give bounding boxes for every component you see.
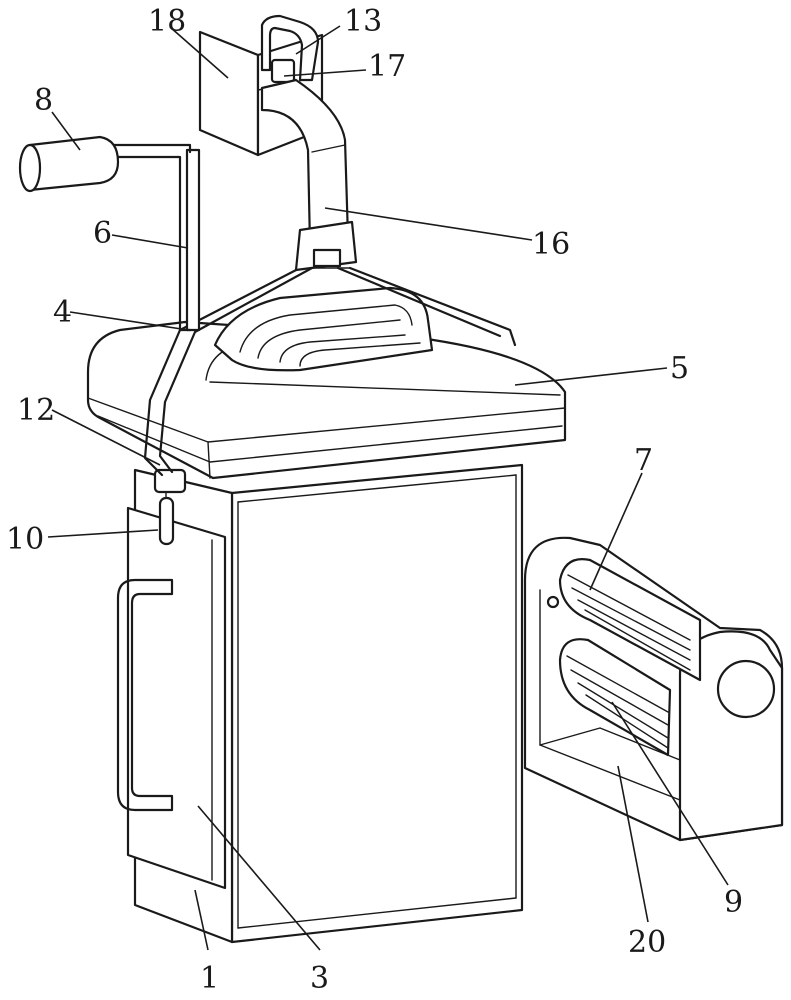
leader-17	[283, 69, 367, 77]
label-17: 17	[368, 49, 406, 84]
label-7: 7	[634, 443, 653, 478]
leader-6	[111, 234, 189, 249]
leader-10	[47, 529, 159, 538]
leader-18	[169, 26, 229, 79]
label-6: 6	[93, 216, 112, 251]
post-and-pipe	[111, 143, 201, 332]
reference-numerals: 18 13 17 8 6 16 4 5 13 12 10 7 3 1 9 20	[6, 4, 743, 996]
leader-20	[617, 765, 649, 923]
leader-16	[295, 25, 341, 55]
hanger-arm	[260, 14, 358, 272]
label-12-text: 12	[17, 393, 55, 428]
leader-5	[514, 367, 668, 386]
label-9: 9	[724, 885, 743, 920]
leader-4	[69, 311, 189, 331]
label-3: 3	[310, 961, 329, 996]
label-5: 5	[670, 351, 689, 386]
leader-lines	[47, 25, 729, 951]
leader-8	[51, 111, 81, 151]
label-1: 1	[200, 961, 219, 996]
door-handle	[116, 578, 174, 812]
label-10: 10	[6, 522, 44, 557]
label-18: 18	[148, 4, 186, 39]
leader-13	[324, 207, 533, 241]
label-13: 16	[532, 227, 570, 262]
fabric-folds	[213, 286, 434, 372]
label-8: 8	[34, 83, 53, 118]
leader-9	[611, 701, 729, 886]
label-20: 20	[628, 925, 666, 960]
roller-stand	[523, 536, 784, 842]
motor	[18, 135, 120, 193]
leader-3	[197, 805, 321, 951]
label-16: 13	[344, 4, 382, 39]
leader-12	[51, 409, 161, 466]
leader-1	[194, 889, 209, 951]
side-door	[116, 506, 227, 890]
leader-7	[589, 472, 643, 591]
label-4: 4	[53, 295, 72, 330]
top-cover	[86, 320, 567, 480]
